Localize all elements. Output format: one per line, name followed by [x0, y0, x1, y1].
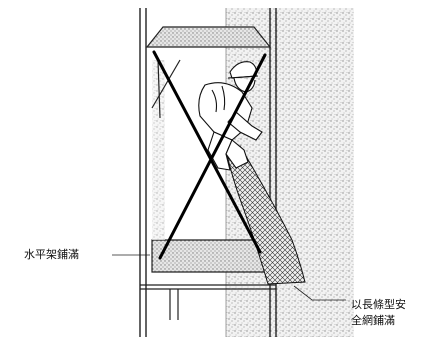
- safety-net-label: 以長條型安 全網鋪滿: [351, 297, 406, 329]
- scaffold-ledgers: [140, 284, 276, 320]
- safety-net-label-line-2: 全網鋪滿: [351, 314, 395, 327]
- cross-mark: [152, 50, 267, 260]
- leader-line-right: [293, 285, 346, 301]
- horizontal-platform-label: 水平架鋪滿: [24, 248, 79, 261]
- top-platform: [145, 26, 272, 48]
- fall-zone-shading: [152, 60, 165, 240]
- safety-net: [225, 145, 306, 285]
- diagonal-braces: [151, 59, 181, 119]
- safety-net-label-line-1: 以長條型安: [351, 298, 406, 311]
